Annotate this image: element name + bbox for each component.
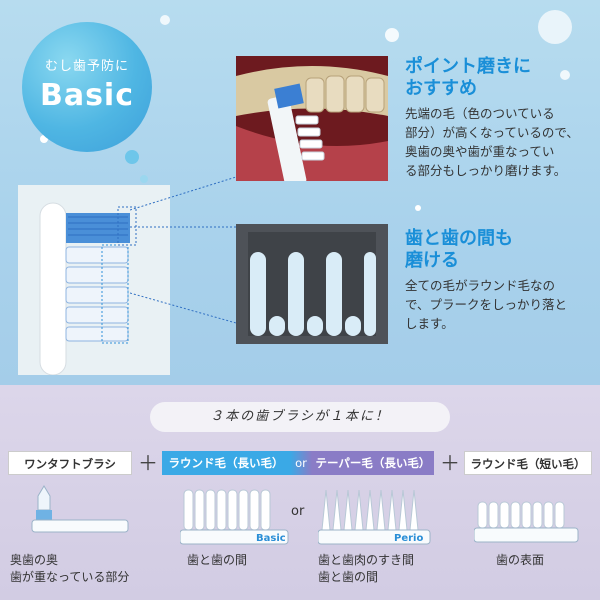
- point-brushing-description: 先端の毛（色のついている 部分）が高くなっているので、 奥歯の奥や歯が重なってい…: [405, 104, 579, 180]
- toothbrush-head-icon: [39, 202, 137, 376]
- heading-line: 磨ける: [405, 250, 459, 271]
- or-label: or: [291, 504, 305, 519]
- badge-subtitle: むし歯予防に: [44, 59, 129, 74]
- connector-lines: [130, 176, 237, 324]
- basic-caption: 歯と歯の間: [187, 552, 247, 569]
- perio-caption: 歯と歯肉のすき間 歯と歯の間: [318, 552, 414, 586]
- interdental-heading: 歯と歯の間も 磨ける: [405, 228, 513, 272]
- decor-dot: [560, 70, 570, 80]
- heading-line: ポイント磨きに: [405, 56, 531, 77]
- description-line: 全ての毛がラウンド毛なの: [405, 278, 556, 293]
- description-line: 先端の毛（色のついている: [405, 106, 555, 121]
- one-tuft-caption: 奥歯の奥 歯が重なっている部分: [10, 552, 129, 586]
- toothbrush-illustration: [18, 185, 170, 376]
- basic-tag: Basic: [256, 533, 286, 544]
- decor-dot: [140, 175, 148, 183]
- one-tuft-pill: ワンタフトブラシ: [8, 451, 132, 475]
- caption-line: 奥歯の奥: [10, 553, 59, 567]
- description-line: で、プラークをしっかり落と: [405, 297, 568, 312]
- decor-dot: [125, 150, 139, 164]
- caption-line: 歯と歯の間: [318, 570, 379, 584]
- heading-line: 歯と歯の間も: [405, 228, 513, 249]
- short-round-brush-icon: [474, 501, 579, 543]
- three-in-one-banner: ３本の歯ブラシが１本に！: [150, 402, 450, 432]
- caption-line: 歯と歯の間: [187, 553, 248, 567]
- one-tuft-brush-icon: [31, 485, 129, 533]
- plus-sign: ＋: [440, 451, 460, 475]
- plus-sign: ＋: [138, 451, 158, 475]
- description-line: 部分）が高くなっているので、: [405, 125, 579, 140]
- decor-dot: [538, 10, 572, 44]
- description-line: る部分もしっかり磨けます。: [405, 163, 567, 178]
- description-line: 奥歯の奥や歯が重なってい: [405, 144, 555, 159]
- perio-brush-icon: [318, 489, 431, 545]
- short-caption: 歯の表面: [496, 552, 544, 569]
- interdental-description: 全ての毛がラウンド毛なの で、プラークをしっかり落と します。: [405, 276, 567, 333]
- taper-long-pill: テーパー毛（長い毛）: [312, 451, 434, 475]
- decor-dot: [160, 15, 170, 25]
- decor-dot: [385, 28, 399, 42]
- basic-badge: むし歯予防に Basic: [22, 22, 152, 152]
- pill-or: or: [290, 451, 312, 475]
- caption-line: 歯が重なっている部分: [10, 570, 130, 584]
- round-short-pill: ラウンド毛（短い毛）: [464, 451, 592, 475]
- description-line: します。: [405, 316, 454, 331]
- decor-dot: [40, 135, 48, 143]
- round-long-pill: ラウンド毛（長い毛）: [162, 451, 290, 475]
- decor-dot: [415, 205, 421, 211]
- heading-line: おすすめ: [405, 78, 477, 99]
- round-bristle-diagram: [236, 224, 388, 344]
- caption-line: 歯と歯肉のすき間: [318, 553, 415, 567]
- point-brushing-heading: ポイント磨きに おすすめ: [405, 56, 531, 100]
- brushing-photo: [236, 56, 388, 181]
- perio-tag: Perio: [394, 533, 424, 544]
- basic-brush-icon: [180, 489, 289, 545]
- badge-title: Basic: [39, 78, 135, 113]
- caption-line: 歯の表面: [496, 553, 545, 567]
